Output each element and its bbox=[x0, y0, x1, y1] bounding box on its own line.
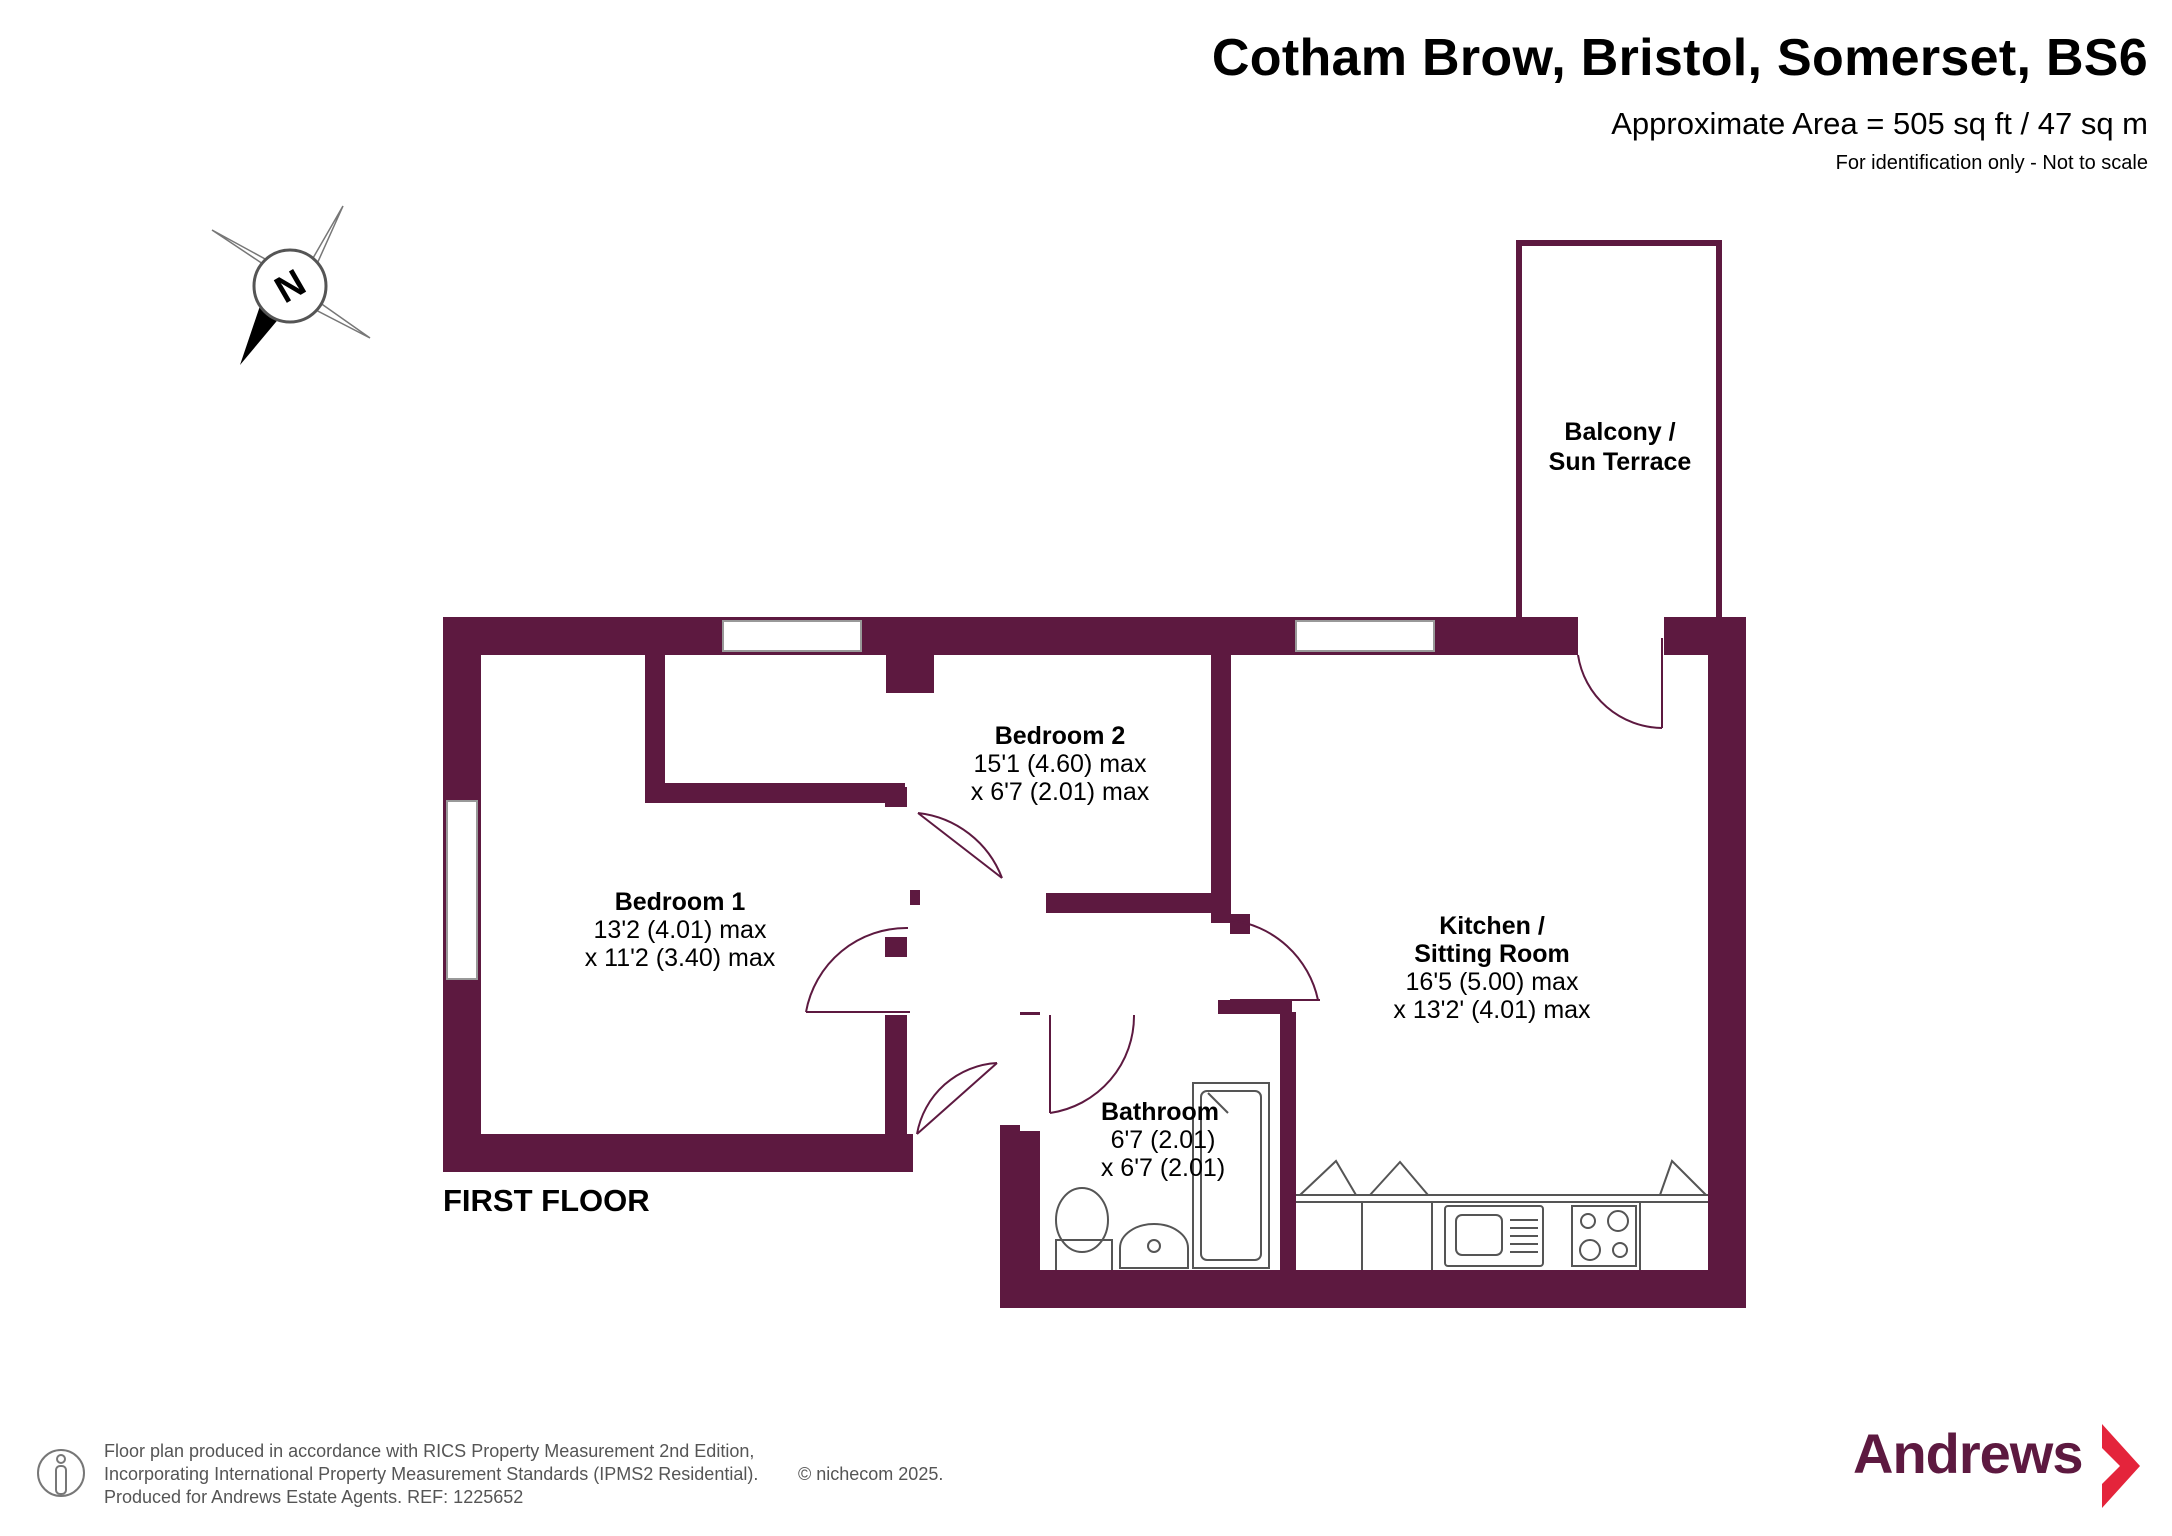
room-dim2-bedroom-1: x 11'2 (3.40) max bbox=[585, 944, 776, 972]
door-swings bbox=[805, 638, 1663, 1135]
approximate-area: Approximate Area = 505 sq ft / 47 sq m bbox=[1611, 106, 2148, 141]
person-icon bbox=[37, 1449, 85, 1497]
copyright: © nichecom 2025. bbox=[798, 1464, 944, 1484]
footer-line-1: Floor plan produced in accordance with R… bbox=[104, 1441, 755, 1461]
room-labels: Bedroom 2 15'1 (4.60) max x 6'7 (2.01) m… bbox=[585, 418, 1692, 1182]
room-dim2-kitchen: x 13'2' (4.01) max bbox=[1393, 996, 1591, 1024]
room-name-kitchen: Kitchen / bbox=[1439, 912, 1545, 940]
door-openings bbox=[880, 614, 1664, 1131]
scale-note: For identification only - Not to scale bbox=[1835, 152, 2148, 174]
room-name2-kitchen: Sitting Room bbox=[1414, 940, 1570, 968]
room-dim-bedroom-1: 13'2 (4.01) max bbox=[594, 916, 767, 944]
footer-line-2: Incorporating International Property Mea… bbox=[104, 1464, 759, 1484]
windows bbox=[446, 620, 1435, 980]
brand-chevron-icon bbox=[2102, 1424, 2140, 1508]
room-name-bathroom: Bathroom bbox=[1101, 1098, 1219, 1126]
room-name-bedroom-1: Bedroom 1 bbox=[615, 888, 746, 916]
room-dim-bathroom: 6'7 (2.01) bbox=[1111, 1126, 1216, 1154]
walls bbox=[443, 240, 1746, 1308]
room-name-balcony: Balcony / bbox=[1564, 418, 1675, 446]
kitchen-units bbox=[1296, 1159, 1708, 1270]
room-dim-bedroom-2: 15'1 (4.60) max bbox=[974, 750, 1147, 778]
room-name2-balcony: Sun Terrace bbox=[1549, 448, 1692, 476]
bathroom-fittings bbox=[1055, 1082, 1270, 1270]
room-dim2-bathroom: x 6'7 (2.01) bbox=[1101, 1154, 1225, 1182]
footer-notes: Floor plan produced in accordance with R… bbox=[104, 1440, 943, 1509]
room-dim2-bedroom-2: x 6'7 (2.01) max bbox=[971, 778, 1150, 806]
property-title: Cotham Brow, Bristol, Somerset, BS6 bbox=[1211, 29, 2148, 87]
room-dim-kitchen: 16'5 (5.00) max bbox=[1406, 968, 1579, 996]
brand-logo: Andrews bbox=[1853, 1422, 2083, 1485]
floor-label: FIRST FLOOR bbox=[443, 1183, 650, 1218]
footer-line-3: Produced for Andrews Estate Agents. REF:… bbox=[104, 1487, 524, 1507]
compass-icon: N bbox=[211, 205, 371, 365]
room-name-bedroom-2: Bedroom 2 bbox=[995, 722, 1126, 750]
